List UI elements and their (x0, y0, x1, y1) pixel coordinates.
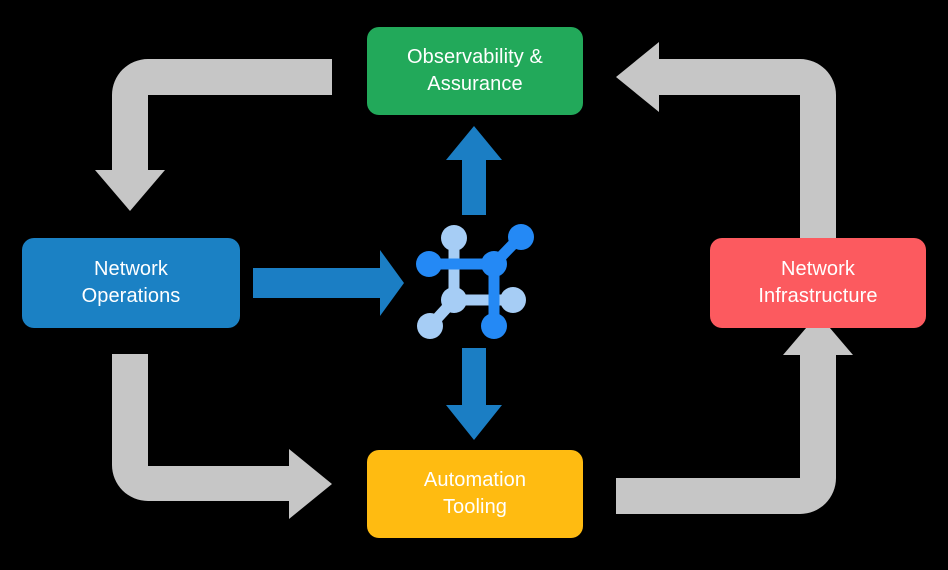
node-network-operations[interactable]: Network Operations (22, 238, 240, 328)
topology-light-nodes (417, 225, 526, 339)
node-label-observability: Observability & Assurance (407, 46, 543, 95)
node-network-infrastructure[interactable]: Network Infrastructure (710, 238, 926, 328)
arrow-automation-to-infrastructure (616, 314, 853, 514)
arrow-operations-to-automation (112, 354, 332, 519)
arrow-infrastructure-to-observability (616, 42, 836, 240)
node-label-network-operations: Network Operations (81, 258, 181, 307)
node-label-automation-tooling: Automation Tooling (423, 469, 527, 518)
topology-dark-nodes (416, 224, 534, 339)
arrow-observability-to-operations (95, 59, 332, 211)
node-automation-tooling[interactable]: Automation Tooling (367, 450, 583, 538)
node-label-network-infrastructure: Network Infrastructure (758, 258, 878, 307)
network-topology-icon (416, 224, 534, 339)
arrow-center-to-observability (446, 126, 502, 215)
arrow-center-to-automation (446, 348, 502, 440)
arrow-operations-to-center (253, 250, 404, 316)
node-observability-assurance[interactable]: Observability & Assurance (367, 27, 583, 115)
